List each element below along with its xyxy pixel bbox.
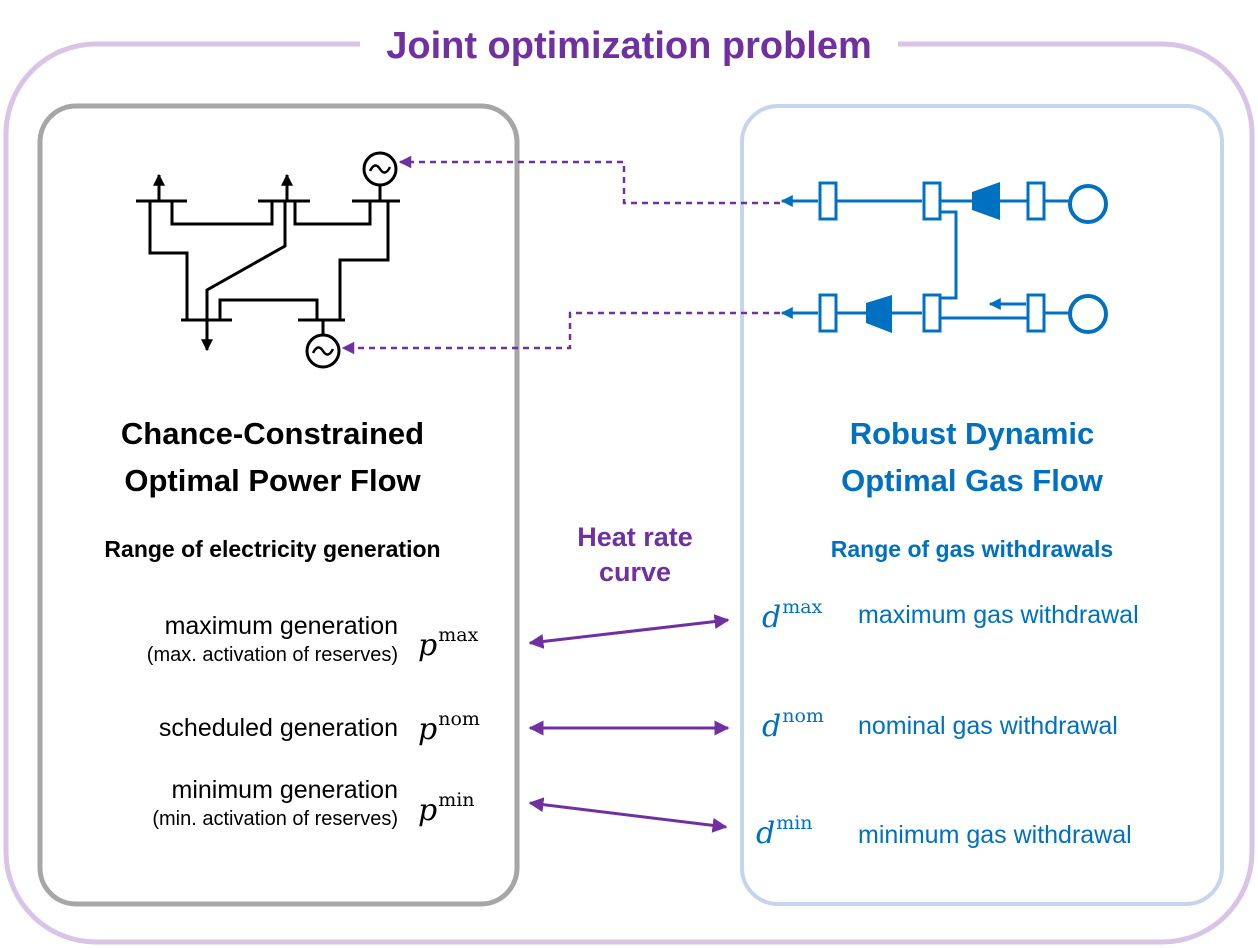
- power-range-heading: Range of electricity generation: [104, 536, 441, 562]
- gas-symbol-nom-sup: nom: [782, 705, 824, 727]
- power-row-max-sublabel: (max. activation of reserves): [146, 644, 398, 666]
- power-row-nom-label: scheduled generation: [158, 714, 398, 742]
- power-symbol-max-base: p: [418, 628, 438, 663]
- generator-icon-top: [362, 151, 398, 187]
- power-row-max-label: maximum generation: [164, 612, 398, 640]
- power-symbol-min: pmin: [418, 789, 475, 828]
- gas-node-markers: [818, 181, 1046, 333]
- gas-source-icon-bottom: [1068, 294, 1108, 334]
- power-box: [37, 103, 520, 907]
- coupling-arrows: [341, 155, 780, 355]
- gas-range-heading: Range of gas withdrawals: [830, 536, 1114, 562]
- power-symbol-nom-base: p: [418, 712, 438, 747]
- coupling-arrow-bottom: [341, 311, 780, 355]
- power-symbol-min-sup: min: [438, 789, 475, 811]
- gas-row-nom-label: nominal gas withdrawal: [858, 712, 1118, 740]
- generator-icon-bottom: [305, 333, 341, 369]
- gas-title-line1: Robust Dynamic: [849, 416, 1095, 451]
- power-row-min-sublabel: (min. activation of reserves): [152, 808, 398, 830]
- gas-symbol-max-base: d: [762, 600, 782, 635]
- power-row-nom: scheduled generation: [159, 713, 398, 743]
- gas-source-icon-top: [1068, 184, 1108, 224]
- power-symbol-nom: pnom: [418, 708, 480, 747]
- gas-symbol-min: dmin: [756, 812, 813, 851]
- gas-title-line2: Optimal Gas Flow: [841, 463, 1103, 498]
- gas-model-title: Robust Dynamic Optimal Gas Flow: [742, 410, 1202, 504]
- gas-box: [740, 104, 1224, 906]
- power-row-min-label: minimum generation: [171, 776, 399, 804]
- heat-rate-arrows: [528, 614, 730, 833]
- power-symbol-max: pmax: [418, 624, 478, 663]
- page-title-text: Joint optimization problem: [360, 25, 898, 67]
- gas-symbol-min-sup: min: [776, 812, 813, 834]
- gas-symbol-nom: dnom: [762, 705, 824, 744]
- power-model-title: Chance-Constrained Optimal Power Flow: [40, 410, 505, 504]
- power-symbol-min-base: p: [418, 793, 438, 828]
- power-title-line2: Optimal Power Flow: [124, 463, 421, 498]
- gas-symbol-min-base: d: [756, 816, 776, 851]
- gas-symbol-nom-base: d: [762, 709, 782, 744]
- compressor-icon-bottom: [866, 295, 892, 333]
- arrow-max: [528, 614, 730, 649]
- arrow-min: [528, 797, 728, 833]
- power-row-max: maximum generation (max. activation of r…: [147, 611, 398, 669]
- compressor-icon-top: [972, 182, 1000, 220]
- heat-rate-label: Heat rate curve: [540, 520, 730, 590]
- power-row-min: minimum generation (min. activation of r…: [152, 775, 398, 833]
- gas-symbol-max: dmax: [762, 596, 822, 635]
- gas-network-schematic: [780, 195, 1070, 320]
- gas-symbol-max-sup: max: [782, 596, 823, 618]
- page-title: Joint optimization problem: [0, 20, 1258, 72]
- power-network-schematic: [136, 173, 400, 352]
- heat-rate-line1: Heat rate: [577, 522, 693, 552]
- coupling-arrow-top: [398, 155, 780, 205]
- power-title-line1: Chance-Constrained: [120, 416, 425, 451]
- power-symbol-nom-sup: nom: [438, 708, 480, 730]
- gas-row-max-label: maximum gas withdrawal: [858, 601, 1139, 629]
- gas-row-min-label: minimum gas withdrawal: [858, 821, 1132, 849]
- heat-rate-line2: curve: [598, 557, 672, 587]
- power-symbol-max-sup: max: [438, 624, 479, 646]
